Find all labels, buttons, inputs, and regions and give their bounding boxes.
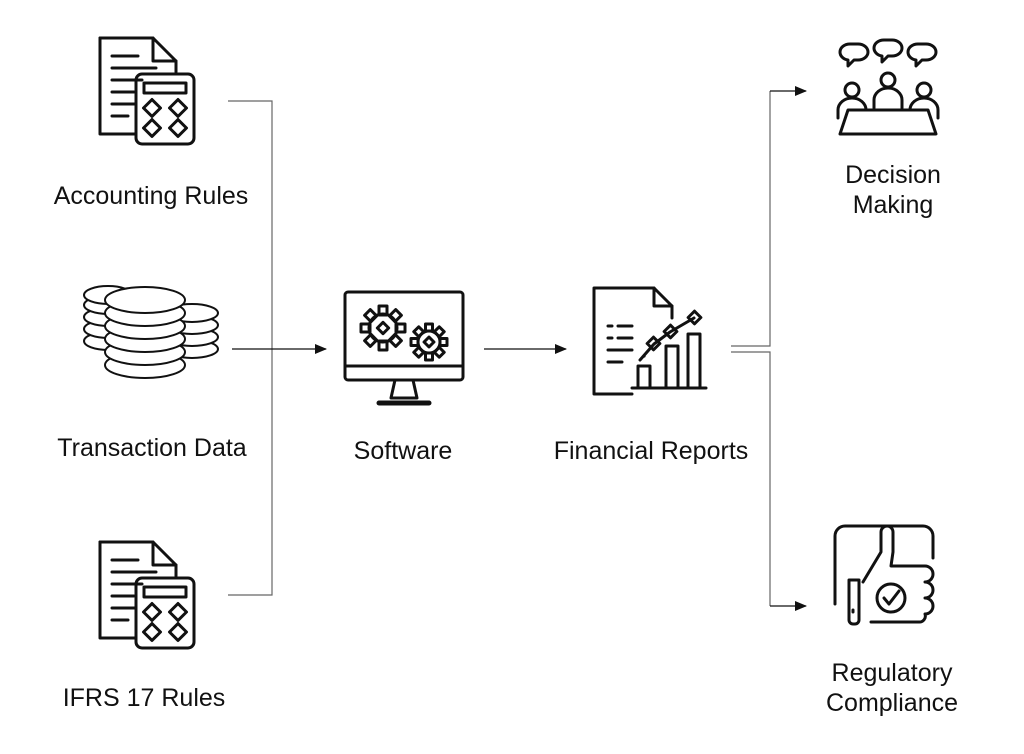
decision-making-label: Decision Making [845, 160, 941, 220]
decision-making-line2: Making [852, 191, 934, 219]
thumbs-up-check-icon [833, 524, 941, 626]
database-stack-icon [82, 285, 220, 381]
decision-making-line1: Decision [845, 161, 941, 189]
regulatory-line2: Compliance [825, 689, 959, 717]
transaction-data-label: Transaction Data [57, 434, 247, 462]
meeting-discussion-icon [834, 38, 942, 140]
regulatory-line1: Regulatory [831, 659, 953, 687]
monitor-gears-icon [343, 290, 465, 410]
output-fork [731, 91, 771, 606]
document-calculator-icon [98, 36, 198, 148]
financial-reports-label: Financial Reports [553, 437, 749, 465]
ifrs17-rules-label: IFRS 17 Rules [62, 684, 226, 712]
document-calculator-icon [98, 540, 198, 652]
regulatory-compliance-label: Regulatory Compliance [826, 658, 958, 718]
report-chart-icon [592, 286, 708, 398]
input-bracket [228, 100, 273, 596]
accounting-rules-label: Accounting Rules [53, 182, 249, 210]
software-label: Software [353, 437, 453, 465]
